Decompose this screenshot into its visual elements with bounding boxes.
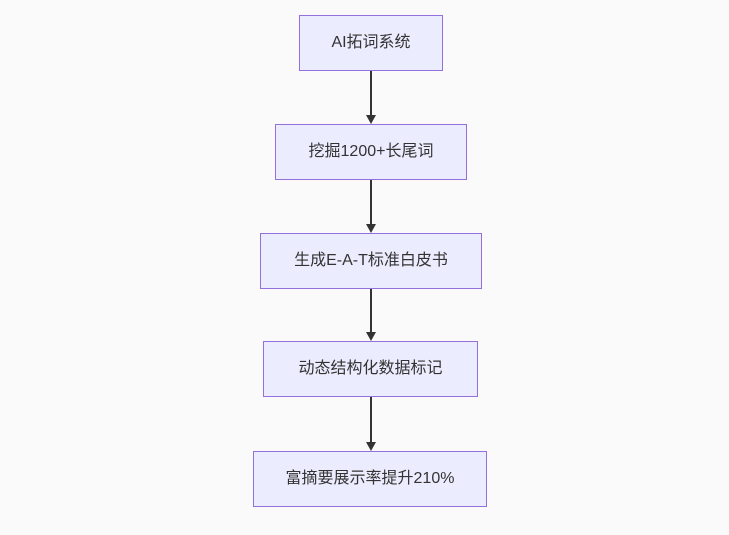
flow-node-longtail-mining: 挖掘1200+长尾词 — [275, 124, 467, 180]
arrowhead-down-icon — [366, 332, 376, 341]
arrow-connector — [365, 71, 377, 124]
flow-node-label: 生成E-A-T标准白皮书 — [294, 252, 448, 269]
arrow-shaft — [370, 180, 372, 224]
arrow-connector — [365, 180, 377, 233]
flow-node-rich-snippet-result: 富摘要展示率提升210% — [253, 451, 487, 507]
arrow-shaft — [370, 397, 372, 442]
flow-node-structured-data-markup: 动态结构化数据标记 — [263, 341, 478, 397]
arrow-shaft — [370, 289, 372, 332]
flow-node-eat-whitepaper: 生成E-A-T标准白皮书 — [260, 233, 482, 289]
arrowhead-down-icon — [366, 442, 376, 451]
flow-node-label: 富摘要展示率提升210% — [285, 470, 455, 487]
flow-node-label: 挖掘1200+长尾词 — [308, 143, 434, 160]
arrow-shaft — [370, 71, 372, 115]
arrow-connector — [365, 289, 377, 341]
flow-node-label: AI拓词系统 — [331, 34, 411, 51]
arrowhead-down-icon — [366, 115, 376, 124]
flow-node-label: 动态结构化数据标记 — [298, 360, 443, 377]
arrowhead-down-icon — [366, 224, 376, 233]
arrow-connector — [365, 397, 377, 451]
flow-node-ai-word-expansion: AI拓词系统 — [299, 15, 443, 71]
